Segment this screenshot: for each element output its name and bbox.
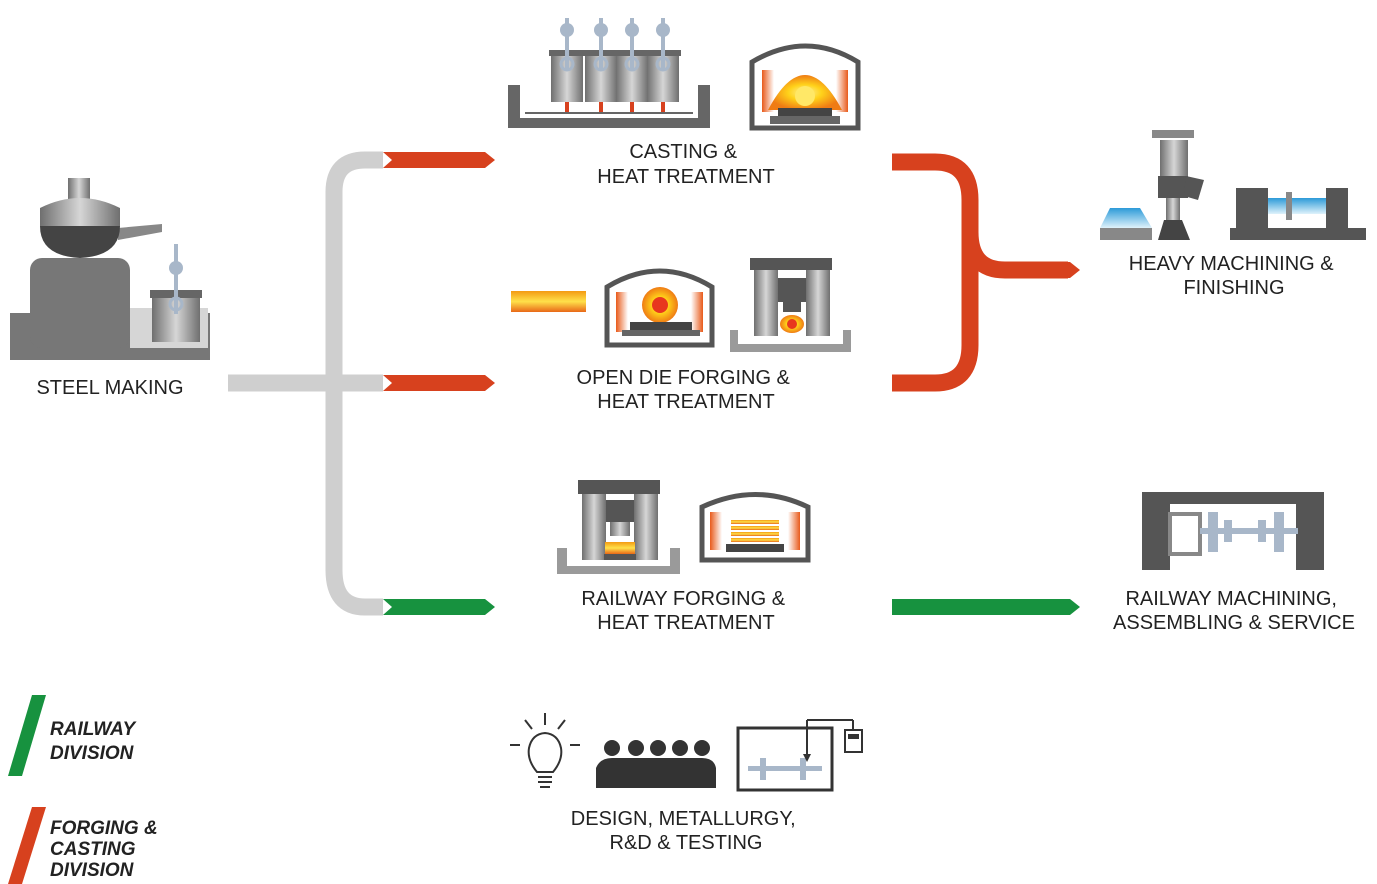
label-line: ASSEMBLING & SERVICE — [1113, 612, 1355, 634]
legend-railway-label: RAILWAY DIVISION — [50, 719, 140, 764]
steel-making-furnace-icon — [10, 178, 210, 360]
boring-mill-icon — [1100, 130, 1204, 240]
label-line: OPEN DIE FORGING & — [577, 367, 791, 389]
label-line: HEAT TREATMENT — [597, 391, 774, 413]
label-design: DESIGN, METALLURGY, R&D & TESTING — [571, 808, 801, 854]
lightbulb-icon — [510, 713, 580, 788]
arrow-to-casting — [383, 152, 495, 168]
label-line: RAILWAY MACHINING, — [1125, 588, 1337, 610]
label-steel-making: STEEL MAKING — [36, 377, 183, 399]
label-line: HEAT TREATMENT — [597, 612, 774, 634]
ladle-icon — [645, 18, 681, 112]
label-railway-machining: RAILWAY MACHINING, ASSEMBLING & SERVICE — [1113, 588, 1355, 634]
label-line: HEAT TREATMENT — [597, 166, 774, 188]
legend-line: CASTING — [50, 839, 136, 860]
wheelset-machining-icon — [1142, 492, 1324, 570]
label-railway-forging: RAILWAY FORGING & HEAT TREATMENT — [581, 588, 790, 634]
legend-railway-swatch — [8, 695, 46, 776]
arrow-to-railway-forging — [383, 599, 495, 615]
legend-forging-label: FORGING & CASTING DIVISION — [50, 818, 163, 881]
legend-line: FORGING & — [50, 818, 158, 839]
label-open-die: OPEN DIE FORGING & HEAT TREATMENT — [577, 367, 796, 413]
casting-pit-icon — [508, 85, 710, 128]
legend-line: DIVISION — [50, 860, 135, 881]
flow-connectors — [228, 151, 1080, 616]
hot-billet-icon — [511, 291, 586, 312]
team-people-icon — [596, 740, 716, 788]
reheating-furnace-icon — [604, 268, 715, 348]
legend-line: DIVISION — [50, 743, 135, 764]
label-line: STEEL MAKING — [36, 377, 183, 399]
legend: RAILWAY DIVISION FORGING & CASTING DIVIS… — [8, 695, 163, 884]
railway-heat-treatment-furnace-icon — [699, 492, 811, 563]
arrow-to-heavy-machining — [1060, 262, 1080, 278]
label-heavy-machining: HEAVY MACHINING & FINISHING — [1129, 253, 1339, 299]
forging-press-icon — [730, 258, 851, 352]
label-line: CASTING & — [629, 141, 737, 163]
heat-treatment-furnace-icon — [749, 43, 861, 131]
legend-forging-swatch — [8, 807, 46, 884]
label-line: RAILWAY FORGING & — [581, 588, 785, 610]
label-line: HEAVY MACHINING & — [1129, 253, 1335, 275]
label-casting: CASTING & HEAT TREATMENT — [597, 141, 774, 188]
ladle-row-icon — [549, 18, 681, 112]
legend-line: RAILWAY — [50, 719, 137, 740]
label-line: FINISHING — [1183, 277, 1284, 299]
ladle-icon — [614, 18, 650, 112]
arrow-to-open-die — [383, 375, 495, 391]
label-line: DESIGN, METALLURGY, — [571, 808, 796, 830]
arrow-to-railway-machining — [892, 599, 1080, 615]
railway-forging-press-icon — [557, 480, 680, 574]
lathe-icon — [1230, 188, 1366, 240]
ladle-icon — [549, 18, 585, 112]
merge-connector — [892, 153, 1068, 392]
testing-rig-icon — [736, 719, 863, 792]
label-line: R&D & TESTING — [610, 832, 763, 854]
ladle-icon — [583, 18, 619, 112]
